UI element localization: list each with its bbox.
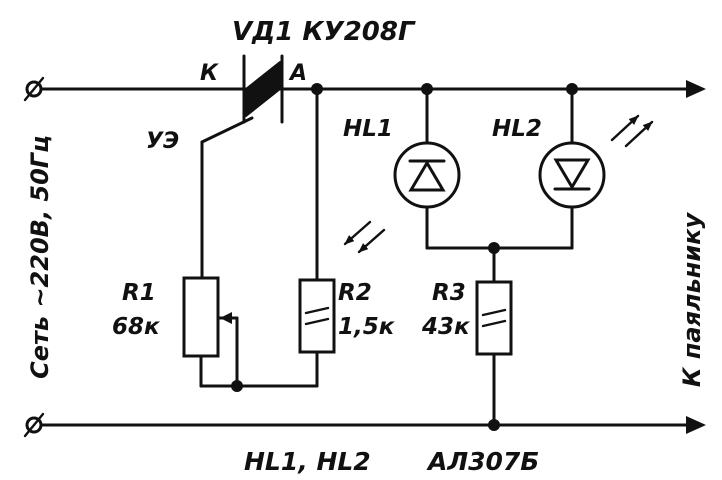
resistor-r3-symbol bbox=[475, 246, 513, 427]
r2-value-label: 1,5к bbox=[338, 314, 396, 340]
anode-label: А bbox=[288, 61, 307, 86]
r1-value-label: 68к bbox=[112, 314, 161, 340]
led-names-label: HL1, HL2 bbox=[244, 447, 371, 476]
hl2-label: HL2 bbox=[492, 116, 542, 142]
cathode-label: К bbox=[200, 61, 219, 86]
r3-name-label: R3 bbox=[432, 280, 466, 306]
r1-name-label: R1 bbox=[122, 280, 156, 306]
bottom-rail-wire bbox=[39, 416, 706, 434]
led-hl1-symbol bbox=[343, 87, 461, 254]
r2-name-label: R2 bbox=[338, 280, 372, 306]
thyristor-vd1-symbol bbox=[200, 54, 284, 280]
input-label: Сеть ~220В, 50Гц bbox=[26, 135, 54, 379]
output-label: К паяльнику bbox=[678, 212, 706, 388]
thyristor-label: VД1 КУ208Г bbox=[232, 17, 416, 47]
gate-label: УЭ bbox=[146, 129, 179, 154]
led-hl2-symbol bbox=[538, 87, 654, 250]
r3-value-label: 43к bbox=[421, 314, 471, 340]
top-rail-wire bbox=[39, 80, 706, 98]
resistor-r2-symbol bbox=[298, 87, 336, 388]
resistor-r1-symbol bbox=[182, 276, 319, 388]
led-type-label: АЛ307Б bbox=[426, 447, 539, 476]
hl1-label: HL1 bbox=[343, 116, 393, 142]
